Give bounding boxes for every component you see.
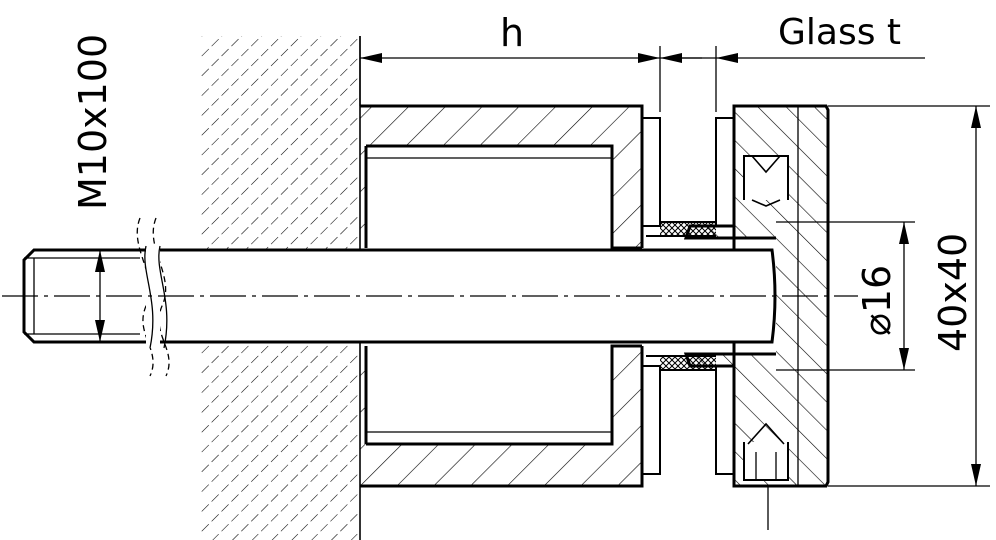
threaded-rod bbox=[22, 217, 777, 377]
bolt-size-label: M10x100 bbox=[71, 34, 115, 210]
dimension-h-label: h bbox=[500, 11, 524, 55]
dimension-size bbox=[828, 105, 990, 487]
diameter-label: ⌀16 bbox=[855, 265, 899, 336]
dimension-h bbox=[359, 36, 925, 112]
dimension-diameter bbox=[776, 221, 915, 371]
dimension-bolt bbox=[95, 250, 105, 342]
size-label: 40x40 bbox=[931, 233, 975, 352]
glass-thickness-label: Glass t bbox=[778, 12, 901, 53]
